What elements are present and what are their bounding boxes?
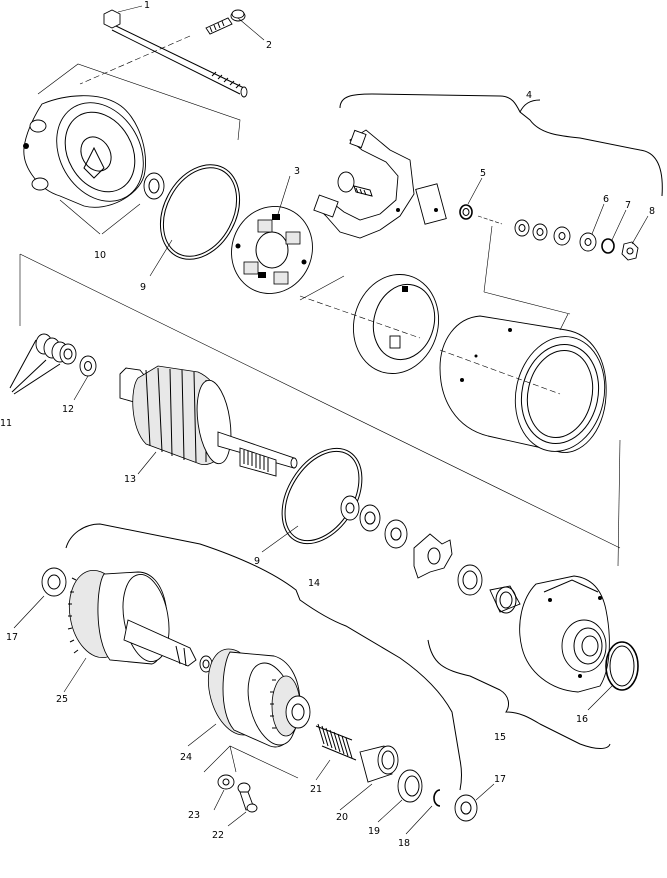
callout-21: 21 [310, 784, 322, 795]
callout-17-right: 17 [494, 774, 506, 785]
callout-6: 6 [603, 194, 609, 205]
brush-holder-part-3 [231, 205, 313, 295]
callout-4: 4 [526, 90, 532, 101]
callout-20: 20 [336, 812, 348, 823]
callout-15: 15 [494, 732, 506, 743]
o-ring-part-9-lower [281, 447, 363, 545]
bolt-part-22 [237, 782, 258, 813]
brush-holder-ring [352, 274, 440, 374]
yoke-housing [439, 315, 607, 453]
nut-part-8 [621, 241, 639, 261]
callout-leaders [13, 5, 649, 835]
ring-part-5 [459, 204, 473, 220]
lock-plate [413, 533, 453, 579]
callout-25: 25 [56, 694, 68, 705]
spring-part-21 [315, 723, 357, 761]
callout-7: 7 [625, 200, 631, 211]
callout-13: 13 [124, 474, 136, 485]
callout-1: 1 [144, 0, 150, 11]
washer-part-19 [397, 769, 423, 803]
callout-labels: 1 2 3 4 5 6 7 8 9 9 10 11 12 13 14 15 16… [0, 0, 655, 849]
callout-16: 16 [576, 714, 588, 725]
callout-9-lower: 9 [254, 556, 260, 567]
rear-cover-part-10 [23, 95, 165, 208]
clutch-gear-part-25 [67, 569, 213, 673]
callout-12: 12 [62, 404, 74, 415]
bushing-part-20 [359, 745, 399, 783]
lock-washer-part-7 [601, 238, 615, 254]
callout-18: 18 [398, 838, 410, 849]
through-bolt-part-1 [103, 9, 248, 98]
callout-24: 24 [180, 752, 192, 763]
o-ring-part-16 [605, 641, 639, 691]
washer-part-12 [79, 355, 97, 377]
callout-10: 10 [94, 250, 106, 261]
snap-ring-part-18 [433, 789, 441, 807]
callout-19: 19 [368, 826, 380, 837]
brush-springs-part-11 [9, 333, 77, 395]
brush-plate-assembly [313, 129, 447, 239]
armature-part-13 [119, 365, 298, 477]
callout-5: 5 [480, 168, 486, 179]
washer-stack-part-6 [514, 219, 597, 252]
pinion-clutch-part-24 [208, 648, 311, 748]
callout-22: 22 [212, 830, 224, 841]
callout-14: 14 [308, 578, 320, 589]
thrust-washers [340, 495, 408, 549]
bearing [457, 564, 483, 596]
washer-part-17-left [41, 567, 67, 597]
callout-3: 3 [294, 166, 300, 177]
washer-part-23 [217, 774, 235, 790]
o-ring-part-9-upper [159, 164, 241, 260]
front-housing [519, 575, 610, 693]
callout-2: 2 [266, 40, 272, 51]
callout-11: 11 [0, 418, 12, 429]
callout-9-upper: 9 [140, 282, 146, 293]
needle-bearing [489, 585, 521, 614]
washer-part-17-right [454, 794, 478, 822]
callout-8: 8 [649, 206, 655, 217]
callout-17-left: 17 [6, 632, 18, 643]
callout-23: 23 [188, 810, 200, 821]
screw-part-2 [205, 9, 246, 35]
